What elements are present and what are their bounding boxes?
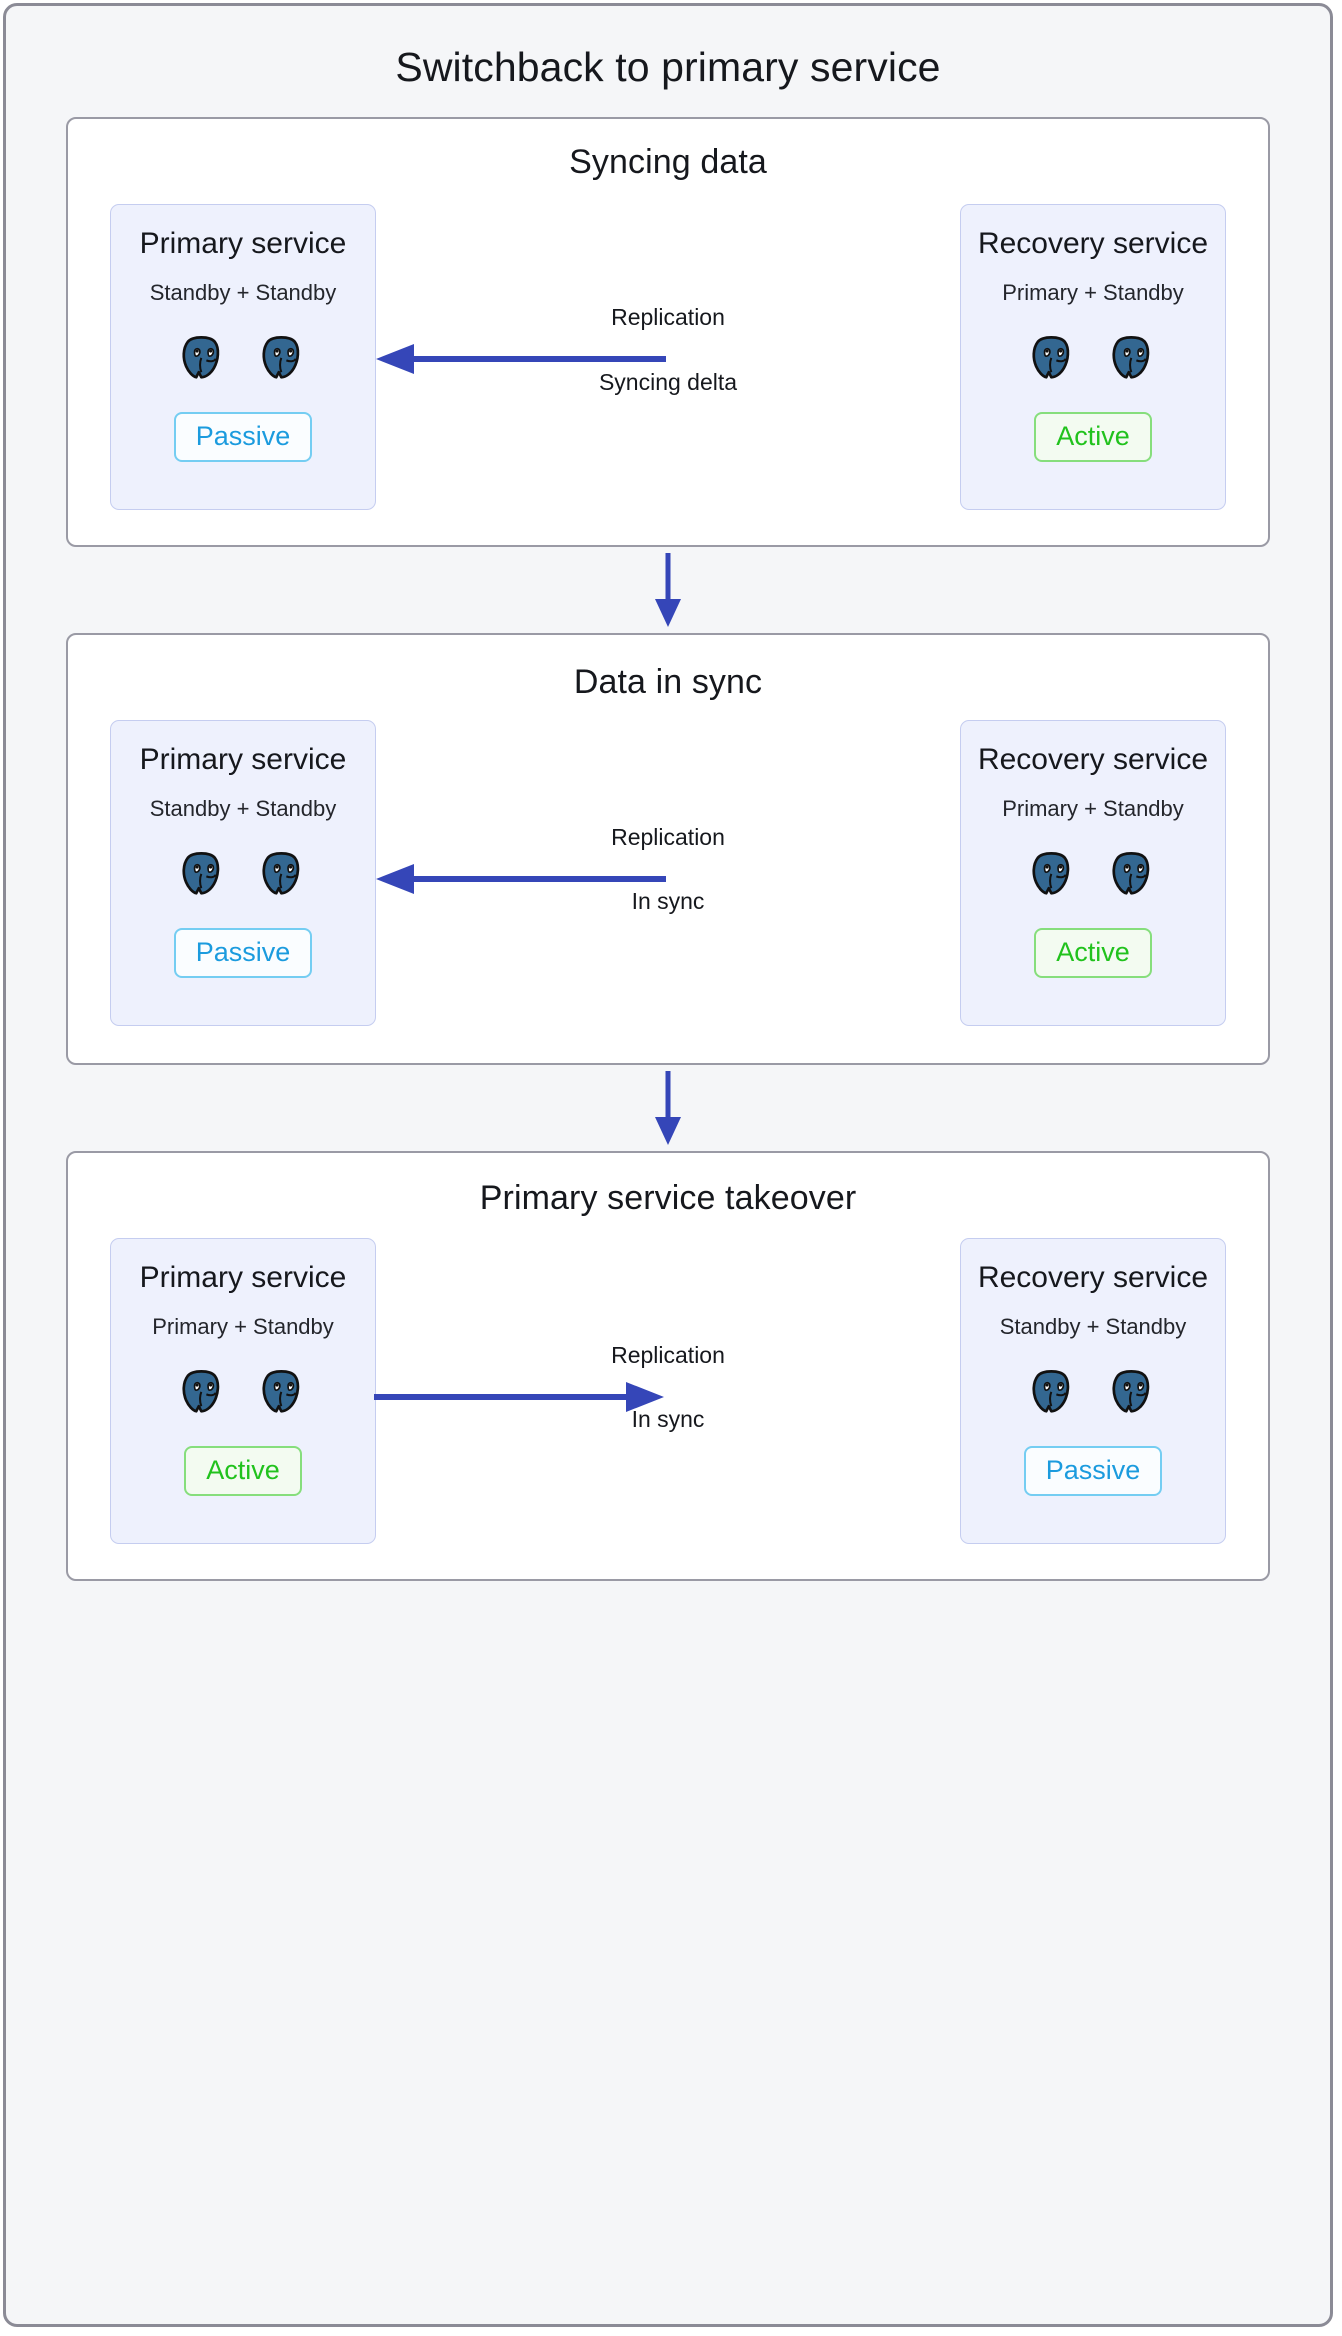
service-roles: Standby + Standby [149, 796, 337, 821]
node-row [973, 1364, 1213, 1418]
status-badge: Passive [173, 928, 313, 979]
service-card-primary[interactable]: Primary service Standby + Standby [110, 720, 376, 1026]
node-row [123, 846, 363, 900]
replication-connector: Replication Syncing delta [376, 204, 960, 510]
step-arrow-1 [66, 547, 1270, 633]
stage-title: Syncing data [569, 143, 767, 181]
replication-label-bottom: In sync [631, 1406, 705, 1432]
step-arrow-2 [66, 1065, 1270, 1151]
diagram-canvas: Switchback to primary service Syncing da… [3, 3, 1333, 2327]
postgresql-elephant-icon [262, 852, 300, 895]
postgresql-elephant-icon [1112, 1370, 1150, 1413]
arrow-down-icon [655, 1071, 681, 1145]
service-card-recovery[interactable]: Recovery service Primary + Standby [960, 720, 1226, 1026]
replication-connector: Replication In sync [376, 720, 960, 1026]
node-row [123, 330, 363, 384]
service-card-recovery[interactable]: Recovery service Standby + Standby [960, 1238, 1226, 1544]
postgresql-elephant-icon [1032, 1370, 1070, 1413]
node-row [123, 1364, 363, 1418]
service-card-primary[interactable]: Primary service Standby + Standby [110, 204, 376, 510]
postgresql-elephant-icon [262, 1370, 300, 1413]
stage-body: Primary service Standby + Standby [68, 204, 1268, 510]
status-badge: Passive [1023, 1446, 1163, 1497]
postgresql-elephant-icon [1032, 852, 1070, 895]
stage-panel-syncing-data: Syncing data Primary service Standby + S… [66, 117, 1270, 547]
stage-body: Primary service Standby + Standby [68, 720, 1268, 1026]
stage-panel-primary-service-takeover: Primary service takeover Primary service… [66, 1151, 1270, 1581]
arrow-down-icon [655, 553, 681, 627]
postgresql-elephant-icon [262, 336, 300, 379]
stage-title: Primary service takeover [479, 1179, 857, 1217]
service-card-recovery[interactable]: Recovery service Primary + Standby [960, 204, 1226, 510]
stage-panel-data-in-sync: Data in sync Primary service Standby + S… [66, 633, 1270, 1065]
status-badge: Active [1034, 412, 1152, 463]
postgresql-elephant-icon [182, 852, 220, 895]
page-title: Switchback to primary service [395, 44, 941, 90]
service-roles: Primary + Standby [1002, 280, 1184, 305]
postgresql-elephant-icon [1112, 852, 1150, 895]
service-card-primary[interactable]: Primary service Primary + Standby [110, 1238, 376, 1544]
replication-label-top: Replication [611, 1342, 725, 1368]
node-row [973, 330, 1213, 384]
replication-connector: Replication In sync [374, 1238, 960, 1544]
stage-title: Data in sync [573, 663, 763, 701]
stage-list: Syncing data Primary service Standby + S… [6, 117, 1330, 1581]
replication-label-bottom: In sync [631, 888, 705, 914]
service-name: Primary service [139, 1261, 347, 1294]
node-row [973, 846, 1213, 900]
stage-body: Primary service Primary + Standby [68, 1238, 1268, 1544]
arrow-left-icon [376, 864, 666, 894]
service-name: Recovery service [977, 1261, 1209, 1294]
replication-label-bottom: Syncing delta [598, 369, 738, 395]
service-roles: Standby + Standby [149, 280, 337, 305]
status-badge: Active [184, 1446, 302, 1497]
service-roles: Primary + Standby [1002, 796, 1184, 821]
status-badge: Active [1034, 928, 1152, 979]
postgresql-elephant-icon [182, 336, 220, 379]
postgresql-elephant-icon [1112, 336, 1150, 379]
replication-label-top: Replication [611, 304, 725, 330]
service-name: Recovery service [977, 743, 1209, 776]
postgresql-elephant-icon [1032, 336, 1070, 379]
service-name: Recovery service [977, 227, 1209, 260]
arrow-left-icon [376, 344, 666, 374]
service-roles: Primary + Standby [152, 1314, 334, 1339]
service-roles: Standby + Standby [999, 1314, 1187, 1339]
service-name: Primary service [139, 227, 347, 260]
replication-label-top: Replication [611, 824, 725, 850]
status-badge: Passive [173, 412, 313, 463]
postgresql-elephant-icon [182, 1370, 220, 1413]
service-name: Primary service [139, 743, 347, 776]
arrow-right-icon [374, 1382, 664, 1412]
